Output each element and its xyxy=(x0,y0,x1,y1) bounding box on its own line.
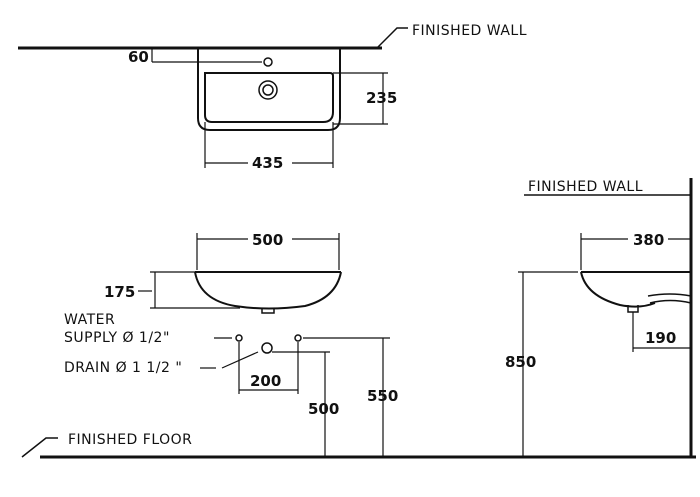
plan-view: FINISHED WALL 60 235 435 xyxy=(18,23,527,172)
drain-leader-arrow xyxy=(221,351,259,369)
dim-175-text: 175 xyxy=(104,283,135,301)
drain-hole-plan-inner xyxy=(262,84,274,96)
dim-435-text: 435 xyxy=(252,154,283,172)
finished-wall-label-side: FINISHED WALL xyxy=(528,179,643,195)
dim-500w-text: 500 xyxy=(252,231,283,249)
basin-plan-outline xyxy=(197,48,341,131)
basin-side-bowl xyxy=(580,271,656,308)
finished-wall-label-top: FINISHED WALL xyxy=(412,23,527,39)
drain-hole-plan-outer xyxy=(258,80,278,100)
basin-side-trap xyxy=(627,293,692,313)
drain-label: DRAIN Ø 1 1/2 " xyxy=(64,360,182,376)
bowl-plan-outline xyxy=(204,72,334,123)
water-supply-left-symbol xyxy=(235,334,243,342)
basin-front-drain xyxy=(261,308,275,314)
tap-hole-plan xyxy=(263,57,273,67)
water-supply-label-line1: WATER xyxy=(64,312,115,328)
drain-symbol xyxy=(261,342,273,354)
dim-60-text: 60 xyxy=(128,48,149,66)
side-elevation: FINISHED WALL 380 850 190 xyxy=(505,178,693,458)
water-supply-label-line2: SUPPLY Ø 1/2" xyxy=(64,330,170,346)
finished-wall-leader-top xyxy=(376,27,408,49)
dim-850-text: 850 xyxy=(505,353,536,371)
basin-front-bowl xyxy=(194,271,342,310)
dim-190-text: 190 xyxy=(645,329,676,347)
dim-500h-text: 500 xyxy=(308,400,339,418)
dim-550-text: 550 xyxy=(367,387,398,405)
dim-235-text: 235 xyxy=(366,89,397,107)
finished-floor-label: FINISHED FLOOR xyxy=(68,432,192,448)
front-elevation: 500 175 WATER SUPPLY Ø 1/2" DRAIN Ø 1 1/… xyxy=(21,231,696,459)
dim-380-text: 380 xyxy=(633,231,664,249)
finished-floor-leader xyxy=(21,437,58,458)
dim-200-text: 200 xyxy=(250,372,281,390)
water-supply-right-symbol xyxy=(294,334,302,342)
